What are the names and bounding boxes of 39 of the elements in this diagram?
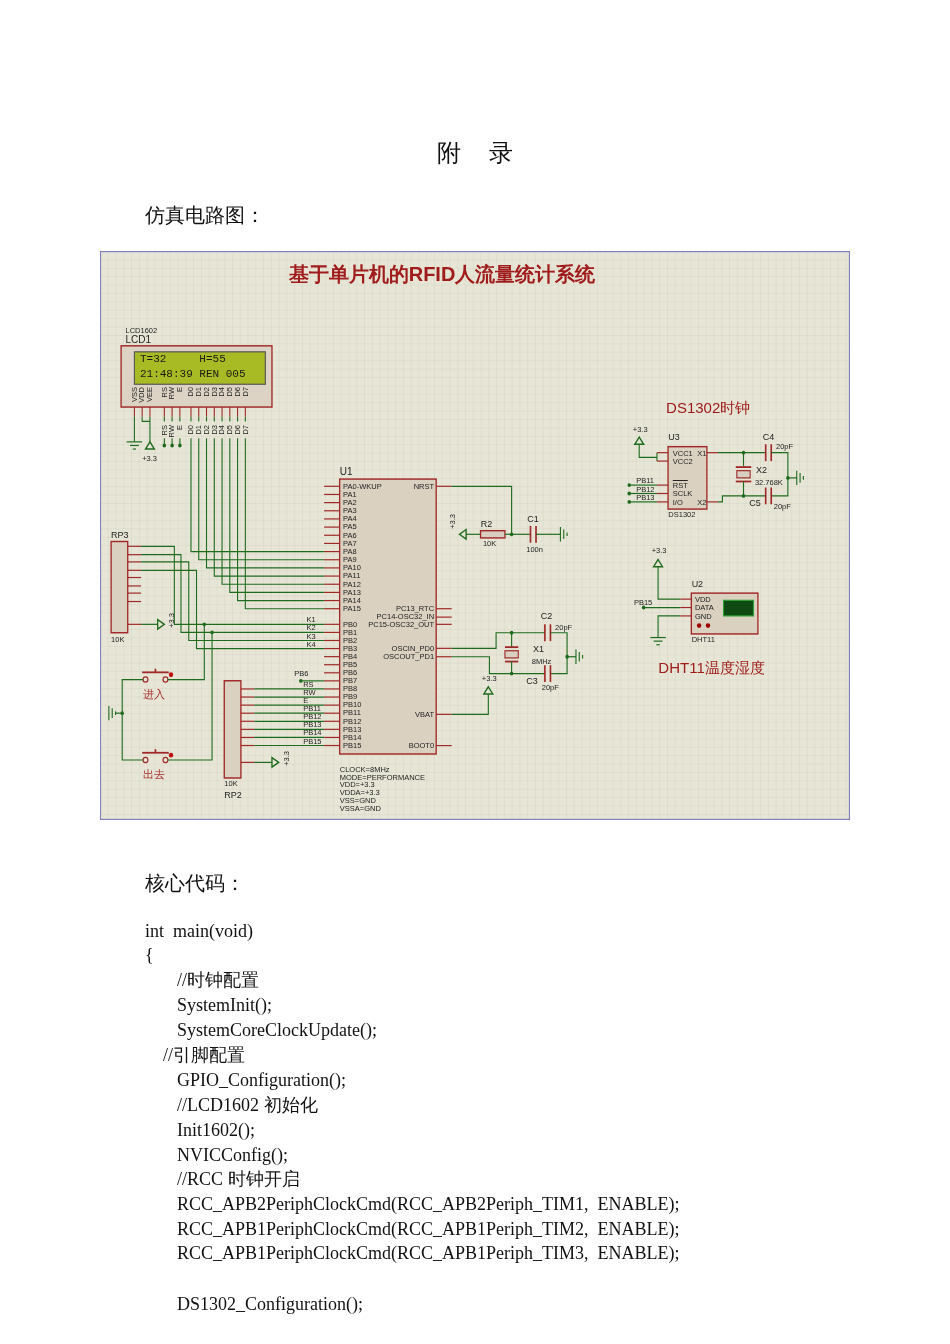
schematic-label: LCD1 [125,335,152,345]
schematic-label: C1 [527,515,539,524]
button-label: 出去 [143,769,166,781]
schematic-label: RP2 [224,791,242,800]
schematic-label: C3 [526,677,538,686]
schematic-title: 基于单片机的RFID人流量统计系统 [288,264,596,285]
schematic-label: U2 [691,579,704,589]
section-heading: 仿真电路图： [145,205,265,225]
schematic-label: U3 [668,433,680,443]
code-line: SystemCoreClockUpdate(); [177,1021,377,1039]
block-title: DHT11温度湿度 [658,660,765,676]
code-line: int main(void) [145,922,253,940]
button-label: 进入 [143,689,166,700]
code-line: Init1602(); [177,1121,255,1139]
code-line: RCC_APB1PeriphClockCmd(RCC_APB1Periph_TIM2, ENABLE); [177,1220,680,1238]
schematic-label: C5 [749,499,761,509]
lcd-readout: T=32 H=55 [139,354,226,366]
schematic-label: RP3 [111,530,129,540]
code-line: //引脚配置 [163,1046,245,1064]
lcd-readout: 21:48:39 REN 005 [139,368,246,380]
code-line: SystemInit(); [177,996,272,1014]
code-line: { [145,946,154,964]
schematic-label: C4 [762,433,775,443]
code-line: DS1302_Configuration(); [177,1295,363,1313]
schematic-label: R2 [480,519,493,529]
page-title: 附 录 [436,141,514,165]
code-line: //RCC 时钟开启 [177,1170,300,1188]
code-line: RCC_APB1PeriphClockCmd(RCC_APB1Periph_TIM3, ENABLE); [177,1244,680,1262]
schematic-label: U1 [339,467,353,477]
code-line: //时钟配置 [177,971,259,989]
code-line: RCC_APB2PeriphClockCmd(RCC_APB2Periph_TIM1, ENABLE); [177,1195,680,1213]
schematic-label: X2 [756,465,767,475]
schematic-label: X1 [532,644,544,654]
code-line: GPIO_Configuration(); [177,1071,346,1089]
block-title: DS1302时钟 [666,399,751,415]
code-line: //LCD1602 初始化 [177,1096,318,1114]
code-line: NVICConfig(); [177,1146,288,1164]
schematic-label: C2 [540,612,553,622]
section-heading: 核心代码： [145,873,245,893]
